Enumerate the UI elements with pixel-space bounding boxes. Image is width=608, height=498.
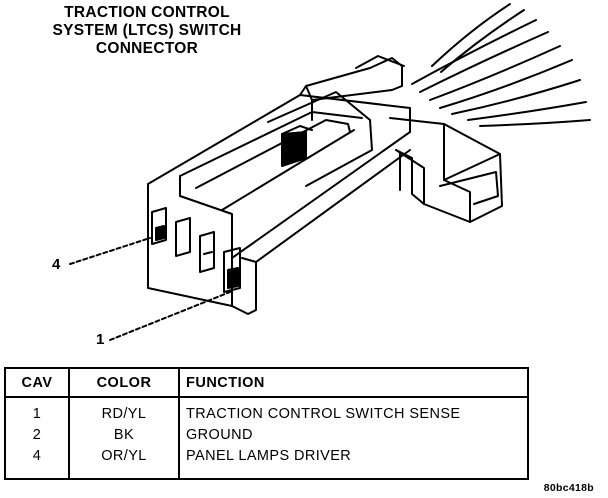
cell-color: OR/YL — [69, 447, 180, 479]
table-row: 2 BK GROUND — [5, 426, 528, 447]
header-color: COLOR — [69, 368, 180, 398]
leader-line-pin1 — [109, 291, 231, 341]
cell-color: RD/YL — [69, 397, 180, 426]
connector-latch — [299, 55, 405, 121]
cell-cav: 2 — [5, 426, 70, 447]
cell-function: GROUND — [186, 427, 253, 443]
connector-cavities — [151, 207, 241, 293]
table-row: 1 RD/YL TRACTION CONTROL SWITCH SENSE — [5, 397, 528, 426]
diagram-title: TRACTION CONTROL SYSTEM (LTCS) SWITCH CO… — [18, 4, 276, 58]
leader-line-pin4 — [69, 237, 151, 265]
title-line-2: SYSTEM (LTCS) SWITCH — [52, 22, 242, 39]
table-row: 4 OR/YL PANEL LAMPS DRIVER — [5, 447, 528, 479]
connector-body — [147, 91, 503, 315]
table-header-row: CAV COLOR FUNCTION — [5, 368, 528, 398]
header-function: FUNCTION — [179, 368, 528, 398]
cell-function: PANEL LAMPS DRIVER — [186, 448, 352, 464]
pin-1-label: 1 — [96, 331, 105, 348]
cell-cav: 1 — [5, 397, 70, 426]
title-line-3: CONNECTOR — [95, 40, 199, 57]
cell-color: BK — [69, 426, 180, 447]
header-cav: CAV — [5, 368, 70, 398]
figure-code: 80bc418b — [543, 482, 594, 494]
cell-cav: 4 — [5, 447, 70, 479]
cavity-table: CAV COLOR FUNCTION 1 RD/YL TRACTION CONT… — [4, 367, 529, 480]
pin-4-label: 4 — [52, 256, 61, 273]
title-line-1: TRACTION CONTROL — [64, 4, 230, 21]
connector-wires — [411, 3, 591, 127]
cell-function: TRACTION CONTROL SWITCH SENSE — [186, 406, 461, 422]
